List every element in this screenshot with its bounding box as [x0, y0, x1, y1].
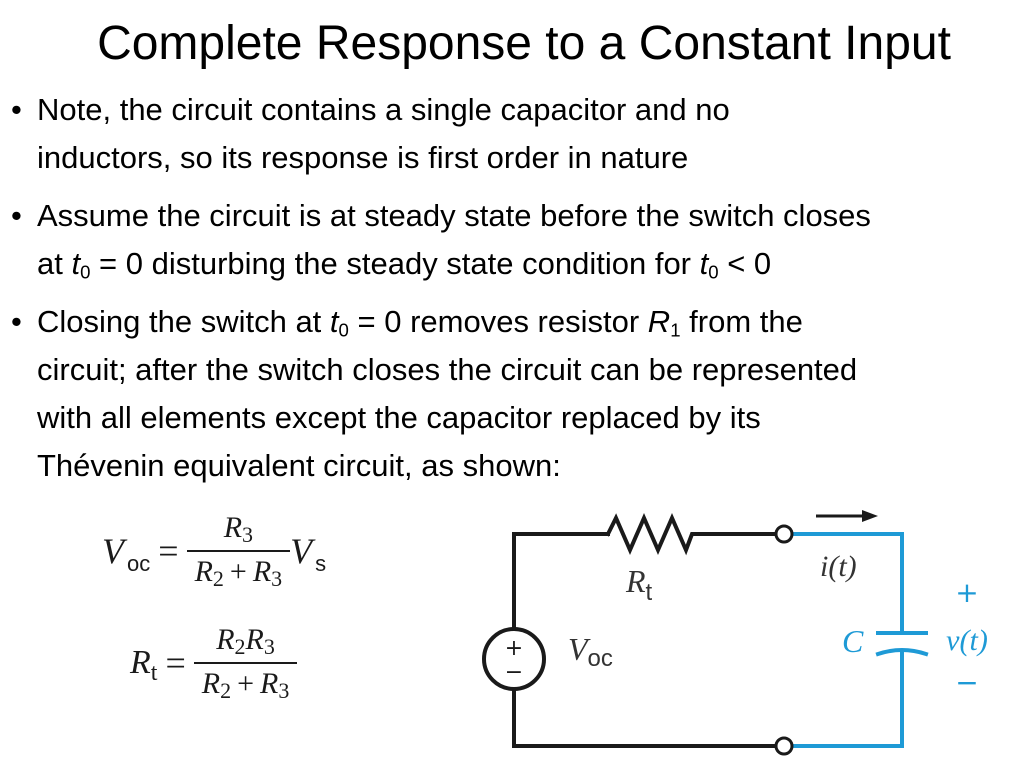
time-subscript: 0 — [708, 261, 719, 283]
time-subscript: 0 — [338, 319, 349, 341]
source-plus: + — [505, 636, 523, 661]
text-run: at — [37, 246, 72, 281]
voltage-minus: − — [955, 666, 978, 699]
voltage-plus: + — [955, 576, 978, 609]
fraction-numerator: R3 — [223, 511, 254, 547]
bullet-dot-icon: • — [11, 304, 22, 339]
text-run: = 0 removes resistor — [348, 304, 648, 339]
bullet-line: Assume the circuit is at steady state be… — [37, 198, 871, 233]
source-label: Voc — [568, 631, 613, 672]
capacitor-plate-bottom — [875, 648, 929, 657]
time-symbol: t — [71, 246, 81, 281]
voc-subscript: oc — [127, 551, 151, 576]
vs-subscript: s — [315, 551, 327, 576]
fraction-bar — [186, 550, 291, 552]
rt-equation: Rt = R2R3 R2+R3 — [130, 620, 298, 706]
bullet-line: at t0 = 0 disturbing the steady state co… — [37, 240, 1020, 288]
capacitor-label: C — [842, 623, 864, 659]
slide-title: Complete Response to a Constant Input — [97, 17, 951, 70]
bullet-dot-icon: • — [11, 92, 22, 127]
rt-symbol: Rt — [130, 644, 158, 686]
fraction-numerator: R2R3 — [216, 623, 275, 659]
bullet-switch-closing: • Closing the switch at t0 = 0 removes r… — [8, 298, 1020, 490]
resistor-label: Rt — [625, 563, 653, 606]
bullet-line: with all elements except the capacitor r… — [37, 400, 761, 435]
resistor-symbol: R — [647, 304, 671, 339]
voltage-source-icon: + − — [482, 627, 546, 691]
equals-sign: = — [165, 643, 186, 683]
bullet-dot-icon: • — [11, 198, 22, 233]
fraction-denominator: R2+R3 — [194, 555, 283, 591]
circuit-wires — [512, 513, 929, 748]
text-run: < 0 — [718, 246, 772, 281]
wire-left-bottom — [512, 682, 778, 748]
bullet-line: Thévenin equivalent circuit, as shown: — [37, 448, 561, 483]
current-arrowhead-icon — [862, 510, 878, 522]
fraction-bar — [193, 662, 298, 664]
bullet-list: • Note, the circuit contains a single ca… — [8, 86, 1020, 500]
text-run: Closing the switch at — [37, 304, 330, 339]
time-subscript: 0 — [80, 261, 91, 283]
text-run: from the — [680, 304, 803, 339]
current-label: i(t) — [820, 550, 857, 583]
bullet-steady-state: • Assume the circuit is at steady state … — [8, 192, 1020, 288]
text-run: = 0 disturbing the steady state conditio… — [90, 246, 700, 281]
source-minus: − — [505, 660, 523, 685]
voc-fraction: R3 R2+R3 — [186, 508, 291, 594]
time-symbol: t — [699, 246, 709, 281]
thevenin-circuit-diagram: + − Voc Rt i(t) C + v(t) − — [482, 510, 988, 756]
wire-left-top — [512, 532, 610, 636]
voltage-label: v(t) — [946, 624, 988, 657]
equals-sign: = — [158, 531, 179, 571]
resistor-rt — [605, 513, 778, 556]
bullet-line: inductors, so its response is first orde… — [37, 140, 689, 175]
rt-subscript: t — [150, 660, 158, 686]
terminal-bottom — [774, 736, 794, 756]
terminal-top — [774, 524, 794, 544]
bullet-line: Note, the circuit contains a single capa… — [37, 92, 730, 127]
resistor-subscript: 1 — [670, 319, 681, 341]
time-symbol: t — [329, 304, 339, 339]
wire-cap-branch — [790, 532, 904, 748]
bullet-first-order: • Note, the circuit contains a single ca… — [8, 86, 1020, 182]
rt-fraction: R2R3 R2+R3 — [193, 620, 298, 706]
bullet-line: circuit; after the switch closes the cir… — [37, 352, 858, 387]
bullet-line: Closing the switch at t0 = 0 removes res… — [37, 298, 1020, 346]
fraction-denominator: R2+R3 — [201, 667, 290, 703]
